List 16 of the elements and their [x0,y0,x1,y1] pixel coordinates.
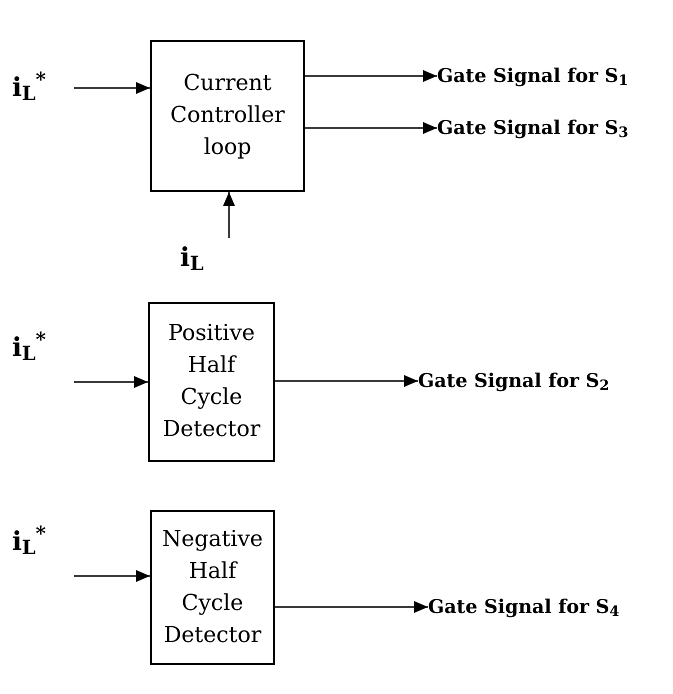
arrow [74,376,148,388]
output-label: Gate Signal for S$_{4}$ [428,594,620,622]
arrow [223,192,235,238]
output-label: Gate Signal for S$_{2}$ [418,368,610,396]
output-label: Gate Signal for S$_{3}$ [437,116,628,142]
signal-label: i$_{L}$ [180,242,204,278]
arrow [275,601,428,613]
arrow [305,122,437,134]
arrow [74,82,150,94]
arrow [305,70,437,82]
block-label: Positive Half Cycle Detector [162,320,262,444]
block-label: Current Controller loop [169,70,286,162]
block-label: Negative Half Cycle Detector [161,526,264,650]
arrow [275,375,418,387]
arrow [74,570,150,582]
output-label: Gate Signal for S$_{1}$ [437,64,628,90]
